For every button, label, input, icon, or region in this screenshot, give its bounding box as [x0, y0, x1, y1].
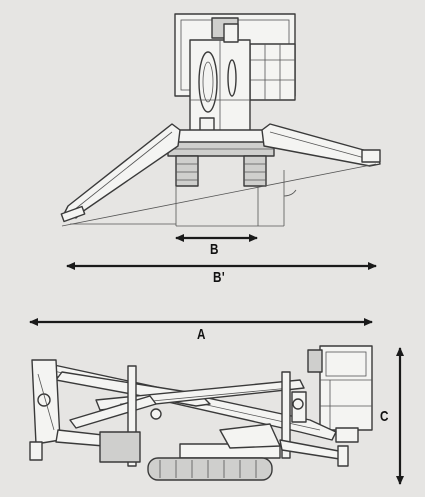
label-b-prime: B'	[213, 269, 226, 286]
side-view	[29, 345, 373, 481]
label-c: C	[380, 408, 389, 425]
label-b: B	[210, 241, 219, 258]
label-a: A	[197, 326, 206, 343]
front-view	[60, 13, 381, 227]
